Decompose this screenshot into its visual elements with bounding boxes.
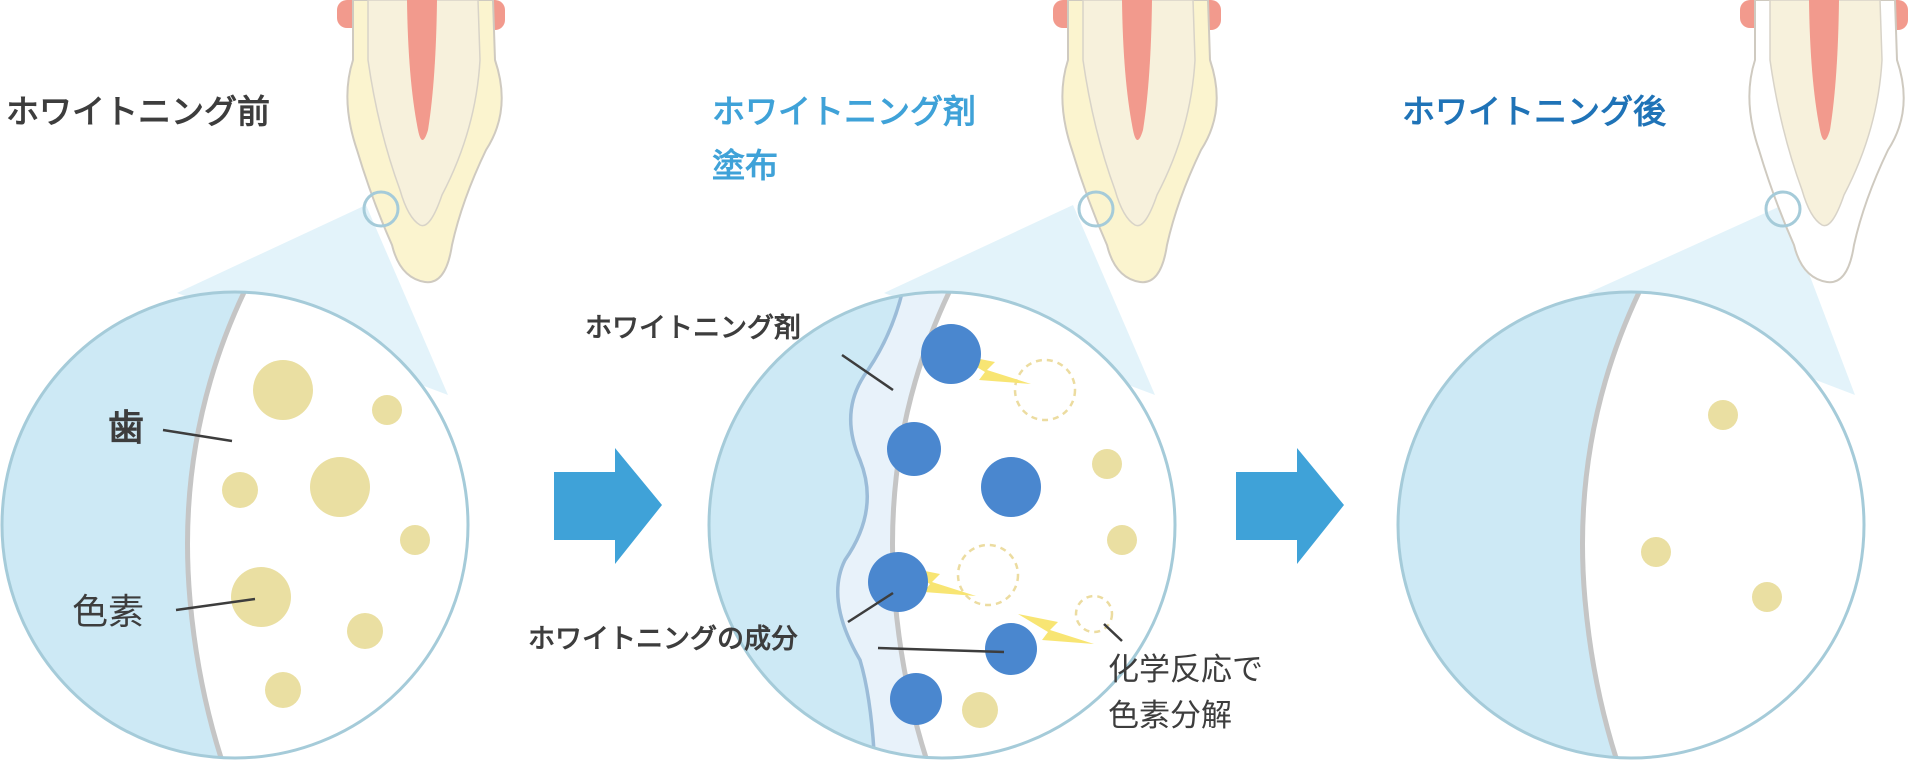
stain-particle	[1708, 400, 1738, 430]
decomposed-stain-outline	[956, 543, 1020, 607]
stain-particle	[265, 672, 301, 708]
stain-particle	[1107, 525, 1137, 555]
decomposed-stain-outline	[1013, 358, 1077, 422]
component-leader-line-2	[877, 646, 1005, 654]
tooth-root-illustration-whitened	[1740, 0, 1908, 284]
component-leader-line-1	[847, 591, 894, 624]
stain-particle	[1092, 449, 1122, 479]
reaction-label-line2: 色素分解	[1108, 698, 1232, 734]
tooth-label: 歯	[108, 408, 144, 449]
component-label: ホワイトニングの成分	[528, 623, 798, 655]
magnified-view-application	[707, 290, 1177, 760]
stain-label: 色素	[72, 592, 144, 633]
panel-application: ホワイトニング剤 塗布 ホワイトニン	[528, 0, 1263, 760]
panel-before-title: ホワイトニング前	[6, 92, 270, 131]
component-group	[868, 324, 1041, 725]
stain-particle	[372, 395, 402, 425]
arrow-right-icon	[554, 448, 662, 564]
stain-particle	[253, 360, 313, 420]
zoom-cone	[1588, 205, 1855, 395]
stain-particle	[231, 567, 291, 627]
enamel-region	[2, 292, 250, 758]
whitening-component	[985, 623, 1037, 675]
stain-particle	[222, 472, 258, 508]
agent-leader-line	[841, 353, 894, 392]
whitening-component	[887, 422, 941, 476]
lightning-spark-icon	[1018, 614, 1094, 644]
magnified-view-before	[0, 290, 470, 760]
panel-after-title: ホワイトニング後	[1402, 92, 1667, 131]
stain-particle	[962, 692, 998, 728]
reaction-label-line1: 化学反応で	[1108, 652, 1263, 688]
agent-label: ホワイトニング剤	[585, 312, 801, 344]
stain-particle	[1752, 582, 1782, 612]
stain-group	[962, 449, 1137, 728]
magnify-ring	[362, 190, 400, 228]
panel-before: ホワイトニング前 歯 色素	[0, 0, 505, 760]
stain-leader-line	[175, 597, 256, 612]
panel-application-title-line2: 塗布	[712, 146, 778, 185]
tooth-root-illustration	[1053, 0, 1221, 284]
stain-group	[1641, 400, 1782, 612]
magnify-ring	[1764, 190, 1802, 228]
stain-group	[222, 360, 430, 708]
whitening-component	[868, 552, 928, 612]
decomposed-stain-outline	[1074, 594, 1114, 634]
stain-particle	[347, 613, 383, 649]
tooth-root-illustration	[337, 0, 505, 284]
magnified-view-after	[1396, 290, 1866, 760]
stain-particle	[400, 525, 430, 555]
whitening-agent-layer	[837, 292, 955, 758]
enamel-region	[1398, 292, 1645, 758]
decomposed-stain-group	[956, 358, 1114, 634]
reaction-leader-line	[1103, 623, 1123, 642]
stain-particle	[1641, 537, 1671, 567]
whitening-component	[890, 673, 942, 725]
whitening-component	[981, 457, 1041, 517]
panel-application-title-line1: ホワイトニング剤	[712, 92, 976, 131]
arrow-right-icon	[1236, 448, 1344, 564]
tooth-leader-line	[162, 428, 233, 443]
panel-after: ホワイトニング後	[1396, 0, 1908, 760]
stain-particle	[310, 457, 370, 517]
magnify-ring	[1077, 190, 1115, 228]
whitening-component	[921, 324, 981, 384]
